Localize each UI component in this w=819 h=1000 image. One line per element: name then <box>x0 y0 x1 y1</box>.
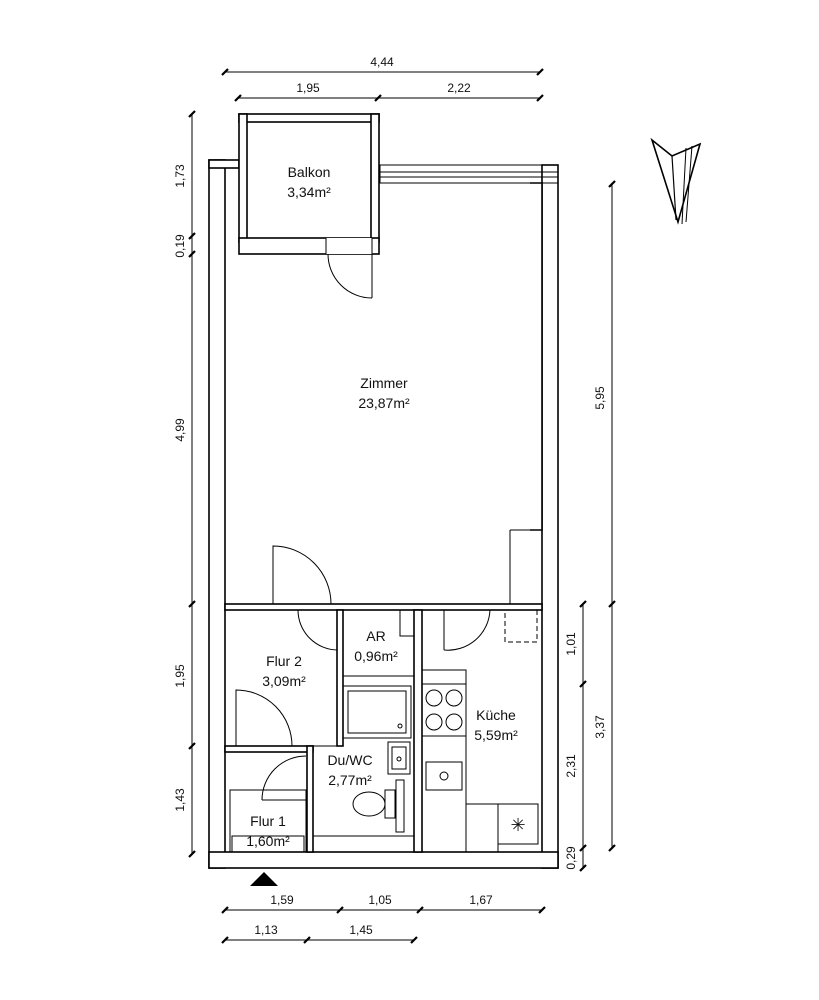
dim-left-5: 1,43 <box>173 788 187 812</box>
room-area-flur2: 3,09m² <box>262 673 306 689</box>
dimensions-left <box>188 110 196 858</box>
room-name-balkon: Balkon <box>288 164 331 180</box>
room-area-zimmer: 23,87m² <box>358 395 410 411</box>
dim-top-total: 4,44 <box>370 55 394 69</box>
dim-bottom-d: 1,13 <box>254 923 278 937</box>
room-name-zimmer: Zimmer <box>360 375 408 391</box>
entrance-marker-icon <box>250 872 278 886</box>
dim-right-total: 5,95 <box>593 386 607 410</box>
room-area-flur1: 1,60m² <box>246 833 290 849</box>
dim-bottom-e: 1,45 <box>349 923 373 937</box>
room-name-kueche: Küche <box>476 707 516 723</box>
room-area-balkon: 3,34m² <box>287 184 331 200</box>
duwc-area <box>224 685 414 853</box>
dimensions-top <box>221 68 544 102</box>
room-name-flur1: Flur 1 <box>250 813 286 829</box>
dimensions-right <box>579 180 616 872</box>
dim-bottom-c: 1,67 <box>469 893 493 907</box>
kueche-area <box>421 609 539 853</box>
room-name-ar: AR <box>366 628 385 644</box>
flur1-area <box>229 755 307 853</box>
dim-right-c: 2,31 <box>564 754 578 778</box>
room-name-flur2: Flur 2 <box>266 653 302 669</box>
dim-top-left: 1,95 <box>296 81 320 95</box>
dim-left-1: 1,73 <box>173 164 187 188</box>
dim-right-a: 1,01 <box>564 632 578 656</box>
dimensions-bottom <box>221 906 546 944</box>
dim-right-b: 3,37 <box>593 715 607 739</box>
balcony-area <box>238 113 380 299</box>
north-arrow-icon <box>650 137 702 225</box>
room-area-duwc: 2,77m² <box>328 772 372 788</box>
dim-left-4: 1,95 <box>173 664 187 688</box>
room-name-duwc: Du/WC <box>327 752 372 768</box>
dim-right-d: 0,29 <box>564 846 578 870</box>
outer-walls <box>208 159 559 869</box>
boiler-icon: ✳ <box>510 815 525 835</box>
dim-bottom-b: 1,05 <box>368 893 392 907</box>
dim-top-right: 2,22 <box>447 81 471 95</box>
room-area-kueche: 5,59m² <box>474 727 518 743</box>
ar-area <box>336 609 423 853</box>
dim-left-2: 0,19 <box>173 234 187 258</box>
dim-left-3: 4,99 <box>173 418 187 442</box>
dim-bottom-a: 1,59 <box>270 893 294 907</box>
zimmer-area <box>224 182 543 605</box>
room-area-ar: 0,96m² <box>354 648 398 664</box>
